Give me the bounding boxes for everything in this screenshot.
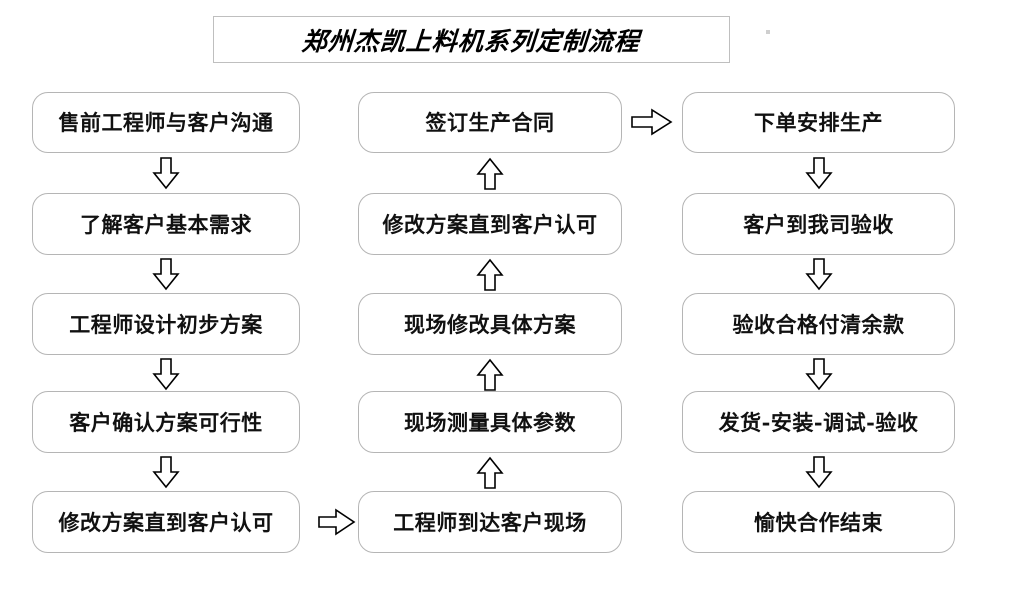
node-c1n2[interactable]: 了解客户基本需求 [32,193,300,255]
node-label: 发货-安装-调试-验收 [718,409,919,435]
node-label: 客户确认方案可行性 [69,409,263,435]
background-speck [766,30,770,34]
node-label: 了解客户基本需求 [80,211,252,237]
node-label: 现场修改具体方案 [404,311,576,337]
node-label: 工程师设计初步方案 [69,311,263,337]
node-label: 售前工程师与客户沟通 [58,110,274,135]
node-label: 验收合格付清余款 [732,311,905,337]
node-c1n4[interactable]: 客户确认方案可行性 [32,391,300,453]
node-c2n2[interactable]: 修改方案直到客户认可 [358,193,622,255]
arrow-down-c1-2-3-icon [150,258,182,291]
node-label: 下单安排生产 [754,110,883,135]
arrow-up-c2-2-1-icon [474,157,506,190]
node-c2n1[interactable]: 签订生产合同 [358,92,622,153]
arrow-up-c2-5-4-icon [474,456,506,489]
node-label: 签订生产合同 [425,110,555,135]
node-c2n3[interactable]: 现场修改具体方案 [358,293,622,355]
node-c3n2[interactable]: 客户到我司验收 [682,193,955,255]
node-c1n3[interactable]: 工程师设计初步方案 [32,293,300,355]
arrow-down-c3-4-5-icon [803,456,835,489]
node-label: 现场测量具体参数 [404,409,576,435]
arrow-down-c3-1-2-icon [803,157,835,190]
node-c1n5[interactable]: 修改方案直到客户认可 [32,491,300,553]
arrow-down-c3-2-3-icon [803,258,835,291]
node-label: 修改方案直到客户认可 [58,509,274,535]
node-c2n5[interactable]: 工程师到达客户现场 [358,491,622,553]
node-label: 修改方案直到客户认可 [382,211,598,237]
arrow-down-c3-3-4-icon [803,358,835,391]
node-c2n4[interactable]: 现场测量具体参数 [358,391,622,453]
arrow-down-c1-4-5-icon [150,456,182,489]
node-label: 客户到我司验收 [743,211,894,237]
arrow-right-c1-to-c2-icon [318,506,356,538]
chart-title-text: 郑州杰凯上料机系列定制流程 [301,26,642,56]
node-c3n3[interactable]: 验收合格付清余款 [682,293,955,355]
chart-title-box: 郑州杰凯上料机系列定制流程 [213,16,730,63]
node-label: 工程师到达客户现场 [393,509,587,535]
node-c3n4[interactable]: 发货-安装-调试-验收 [682,391,955,453]
arrow-right-c2-to-c3-icon [631,106,673,138]
arrow-down-c1-3-4-icon [150,358,182,391]
arrow-up-c2-4-3-icon [474,358,506,391]
arrow-up-c2-3-2-icon [474,258,506,291]
node-label: 愉快合作结束 [754,509,883,535]
node-c1n1[interactable]: 售前工程师与客户沟通 [32,92,300,153]
node-c3n5[interactable]: 愉快合作结束 [682,491,955,553]
arrow-down-c1-1-2-icon [150,157,182,190]
node-c3n1[interactable]: 下单安排生产 [682,92,955,153]
